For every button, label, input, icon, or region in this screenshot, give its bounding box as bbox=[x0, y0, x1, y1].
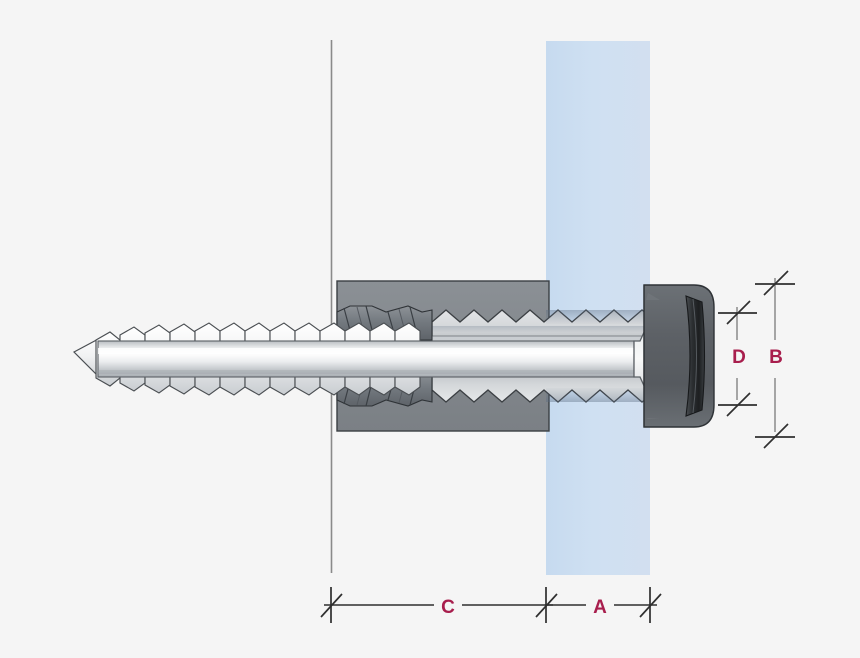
dimension-label-b: B bbox=[769, 347, 783, 368]
dimension-b-marker-top bbox=[755, 270, 795, 296]
dimension-label-d: D bbox=[732, 347, 746, 368]
dimension-c-marker-left bbox=[320, 587, 343, 623]
dimension-c: C bbox=[320, 587, 558, 623]
dimension-a: A bbox=[546, 587, 662, 623]
wall-panel bbox=[546, 41, 650, 575]
dimension-d-marker-top bbox=[718, 300, 757, 325]
wood-screw bbox=[73, 322, 635, 396]
dimension-b: B bbox=[755, 270, 795, 449]
dimension-a-marker-right bbox=[639, 587, 662, 623]
dimension-label-a: A bbox=[593, 597, 607, 618]
dimension-label-c: C bbox=[441, 597, 455, 618]
dimension-d: D bbox=[718, 300, 757, 417]
anchor-collar bbox=[643, 284, 715, 428]
dimension-b-marker-bottom bbox=[755, 423, 795, 449]
dimension-d-marker-bottom bbox=[718, 392, 757, 417]
ribbed-sleeve-lower bbox=[431, 371, 651, 403]
